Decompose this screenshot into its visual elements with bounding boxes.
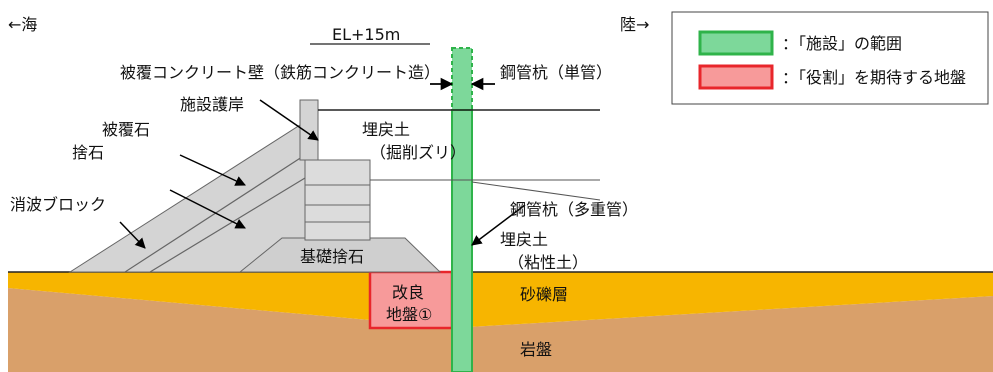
legend-facility-label: ：「施設」の範囲 xyxy=(782,34,902,53)
backfill-excavated-label-2: （掘削ズリ） xyxy=(370,143,466,162)
bedrock-layer xyxy=(8,288,993,372)
steel-pile-single-label: 鋼管杭（単管） xyxy=(500,63,612,82)
backfill-surface-line-2 xyxy=(471,181,601,201)
elevation-label: EL+15m xyxy=(332,25,400,44)
bedrock-label: 岩盤 xyxy=(520,340,552,359)
arrow-steel-pile-multi xyxy=(471,204,526,246)
cover-stone-label: 被覆石 xyxy=(102,120,150,139)
direction-sea: ←海 xyxy=(8,15,37,34)
improved-ground-label-2: 地盤① xyxy=(386,305,432,324)
arrow-cover-stone xyxy=(179,154,246,186)
facility-revetment-label: 施設護岸 xyxy=(180,95,244,114)
foundation-rubble-mound xyxy=(238,237,442,273)
foundation-rubble-label: 基礎捨石 xyxy=(300,247,364,266)
legend-box xyxy=(671,11,989,105)
improved-ground xyxy=(368,270,454,330)
legend-expected-label: ：「役割」を期待する地盤 xyxy=(782,68,966,87)
rubble-line xyxy=(149,177,306,273)
arrow-rubble xyxy=(169,189,246,229)
backfill-clay-label-1: 埋戻土 xyxy=(500,230,548,249)
gravel-layer-label: 砂礫層 xyxy=(520,285,568,304)
backfill-excavated-label-1: 埋戻土 xyxy=(362,120,410,139)
legend-expected-swatch xyxy=(698,64,774,90)
direction-land: 陸→ xyxy=(620,15,649,34)
arrow-wave-block xyxy=(119,221,146,249)
steel-pile-multi-label: 鋼管杭（多重管） xyxy=(510,200,638,219)
rubble-label: 捨石 xyxy=(72,143,104,162)
improved-ground-label-1: 改良 xyxy=(392,283,424,302)
caisson-block xyxy=(304,159,371,241)
cover-wall-label: 被覆コンクリート壁（鉄筋コンクリート造） xyxy=(120,63,440,82)
legend-facility-swatch xyxy=(698,30,774,56)
backfill-clay-label-2: （粘性土） xyxy=(508,253,588,272)
wave-block-label: 消波ブロック xyxy=(10,195,106,214)
arrow-facility-revetment xyxy=(259,99,319,141)
gravel-layer xyxy=(8,272,993,328)
steel-pile-single xyxy=(451,47,473,111)
revetment-parapet xyxy=(299,99,319,161)
